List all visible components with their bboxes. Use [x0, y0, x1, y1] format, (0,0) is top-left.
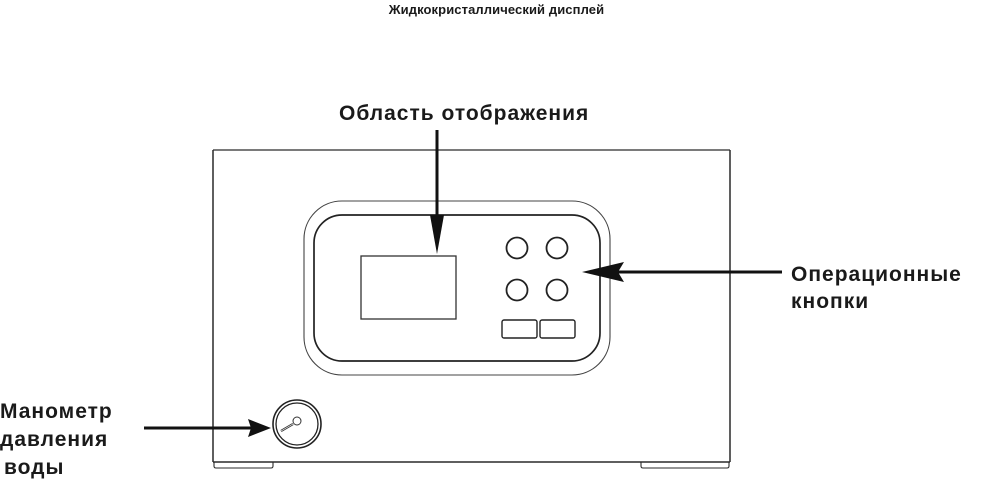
callout-pressure-gauge: Манометр давления воды [0, 398, 113, 482]
device-foot-right [640, 462, 730, 469]
device-foot-left [213, 462, 274, 469]
callout-display-area: Область отображения [339, 102, 590, 125]
diagram-title: Жидкокристаллический дисплей [388, 2, 605, 17]
rect-button-2[interactable] [539, 319, 576, 339]
device-body [212, 149, 731, 463]
arrow-display-area [430, 130, 444, 254]
arrow-operation-buttons [582, 262, 782, 282]
callout-pressure-gauge-line2: давления [0, 428, 109, 451]
round-button-2[interactable] [545, 236, 569, 260]
callout-pressure-gauge-line3: воды [4, 456, 65, 479]
round-buttons [505, 236, 569, 302]
callout-operation-buttons: Операционные кнопки [791, 261, 962, 315]
callout-operation-buttons-line2: кнопки [791, 290, 870, 313]
round-button-3[interactable] [505, 278, 529, 302]
round-button-4[interactable] [545, 278, 569, 302]
arrow-pressure-gauge [144, 419, 271, 437]
lcd-display [360, 255, 457, 320]
rect-button-1[interactable] [501, 319, 538, 339]
pressure-gauge [272, 399, 322, 449]
round-button-1[interactable] [505, 236, 529, 260]
control-panel [313, 214, 601, 362]
gauge-pivot [292, 416, 302, 426]
callout-operation-buttons-line1: Операционные [791, 263, 962, 286]
callout-pressure-gauge-line1: Манометр [0, 400, 113, 423]
control-panel-bezel [303, 200, 611, 376]
